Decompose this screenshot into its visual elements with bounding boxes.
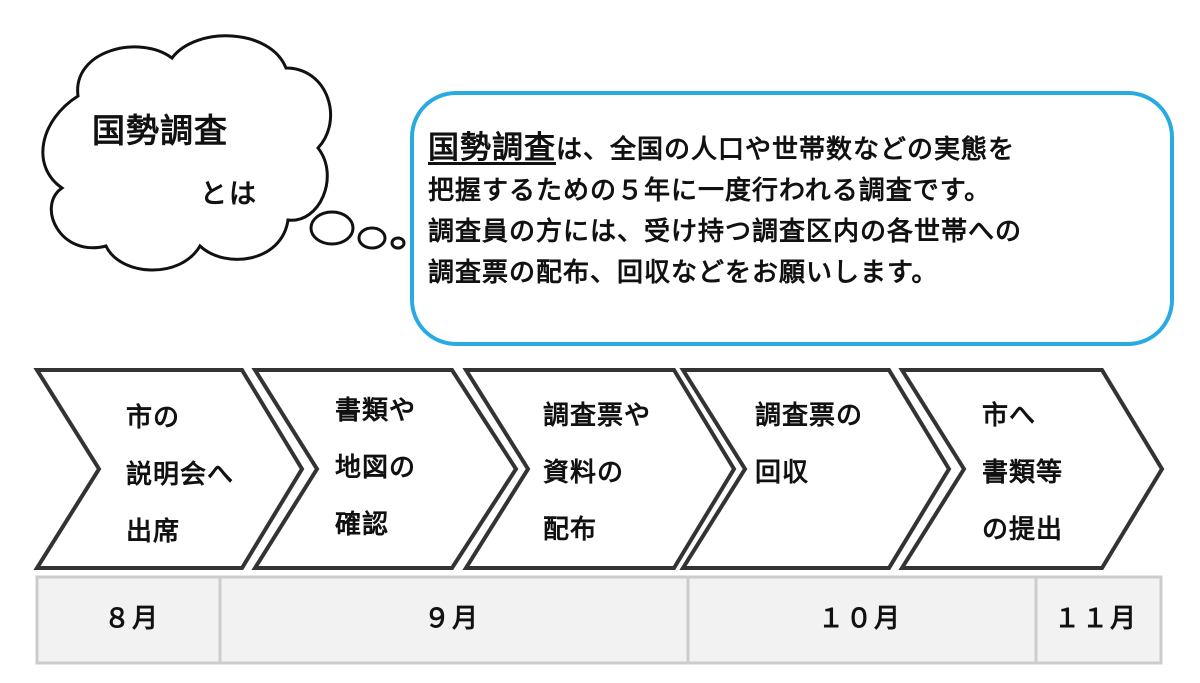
month-october: １０月: [818, 604, 903, 634]
step-2-line-1: 書類や: [335, 396, 417, 426]
step-5-line-3: の提出: [982, 515, 1064, 545]
thought-trail-small: [390, 236, 406, 250]
process-chevron-5: [898, 368, 1165, 570]
step-3-label: 調査票や 資料の 配布: [543, 388, 651, 559]
highlight-term: 国勢調査: [428, 130, 556, 166]
step-4-label: 調査票の 回収: [755, 388, 863, 502]
timeline-bar: [35, 575, 1163, 665]
explanation-bubble: [410, 91, 1174, 346]
step-1-line-2: 説明会へ: [126, 460, 235, 490]
thought-cloud: [41, 34, 333, 272]
step-3-line-2: 資料の: [543, 458, 625, 488]
process-chevron-2: [251, 368, 519, 570]
explanation-text: 国勢調査は、全国の人口や世帯数などの実態を 把握するための５年に一度行われる調査…: [428, 128, 1158, 294]
thought-trail-large: [309, 210, 355, 246]
process-chevron-3: [462, 368, 737, 570]
process-chevron-1: [33, 368, 305, 570]
explanation-line-1: 国勢調査は、全国の人口や世帯数などの実態を: [428, 128, 1158, 171]
step-3-line-1: 調査票や: [543, 401, 652, 431]
step-1-label: 市の 説明会へ 出席: [126, 390, 234, 561]
cloud-title: 国勢調査: [92, 111, 228, 150]
step-3-line-3: 配布: [543, 515, 598, 545]
explanation-line-3: 調査員の方には、受け持つ調査区内の各世帯への: [428, 217, 1023, 247]
step-4-line-1: 調査票の: [755, 401, 864, 431]
process-chevron-4: [679, 368, 952, 570]
month-august: ８月: [104, 604, 161, 634]
step-1-line-1: 市の: [126, 403, 181, 433]
month-november: １１月: [1054, 604, 1139, 634]
step-2-line-2: 地図の: [335, 453, 417, 483]
step-5-line-1: 市へ: [982, 401, 1037, 431]
explanation-line-1-rest: は、全国の人口や世帯数などの実態を: [556, 135, 1016, 165]
step-1-line-3: 出席: [126, 517, 181, 547]
thought-trail-medium: [357, 226, 387, 250]
process-chevrons: [33, 368, 1165, 570]
explanation-line-2: 把握するための５年に一度行われる調査です。: [428, 176, 992, 206]
month-september: ９月: [424, 604, 481, 634]
explanation-line-4: 調査票の配布、回収などをお願いします。: [428, 258, 939, 288]
step-2-label: 書類や 地図の 確認: [335, 383, 416, 554]
step-5-line-2: 書類等: [982, 458, 1064, 488]
step-4-line-2: 回収: [755, 458, 810, 488]
cloud-subtitle: とは: [200, 179, 258, 210]
step-2-line-3: 確認: [335, 510, 390, 540]
step-5-label: 市へ 書類等 の提出: [982, 388, 1063, 559]
